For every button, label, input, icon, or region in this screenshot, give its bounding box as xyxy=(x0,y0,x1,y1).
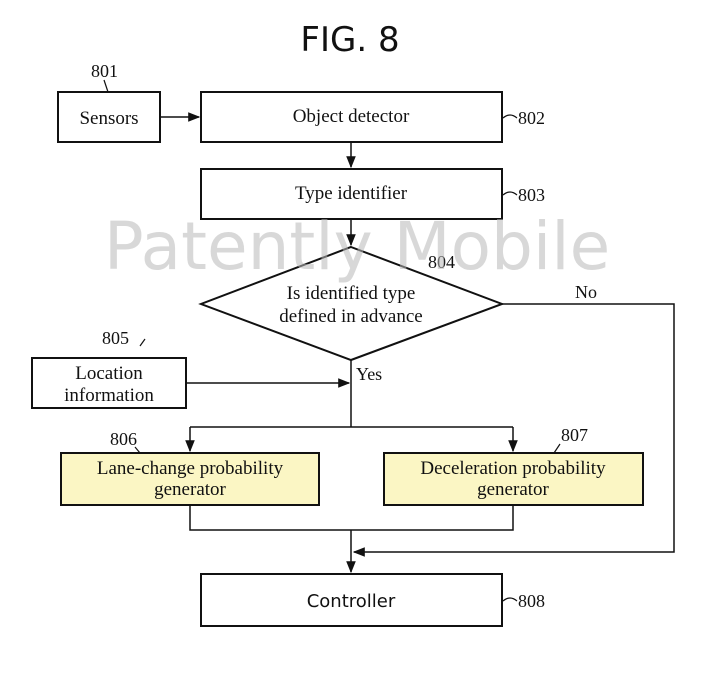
watermark-text: Patently Mobile xyxy=(104,208,610,285)
deceleration-line2: generator xyxy=(477,479,549,500)
location-line1: Location xyxy=(75,363,143,384)
location-ref-leader xyxy=(139,338,146,347)
lane-change-ref: 806 xyxy=(110,429,137,449)
location-line2: information xyxy=(64,385,154,406)
lane-change-ref-leader xyxy=(134,446,141,454)
object-detector-box xyxy=(200,91,503,143)
type-identifier-box xyxy=(200,168,503,220)
decision-ref: 804 xyxy=(428,252,455,272)
deceleration-box xyxy=(383,452,644,506)
decision-line2: defined in advance xyxy=(279,306,422,327)
figure-title: FIG. 8 xyxy=(300,20,399,60)
lane-change-line2: generator xyxy=(154,479,226,500)
object-detector-ref: 802 xyxy=(518,108,545,128)
yes-label: Yes xyxy=(356,364,382,384)
merge-generators xyxy=(189,505,514,531)
type-identifier-ref-leader xyxy=(502,191,518,196)
sensors-box xyxy=(57,91,161,143)
controller-label: Controller xyxy=(307,591,396,612)
object-detector-label: Object detector xyxy=(293,106,410,127)
sensors-label: Sensors xyxy=(79,108,138,129)
lane-change-box xyxy=(60,452,320,506)
controller-ref: 808 xyxy=(518,591,545,611)
type-identifier-label: Type identifier xyxy=(295,183,408,204)
no-label: No xyxy=(575,282,597,302)
lane-change-line1: Lane-change probability xyxy=(97,458,284,479)
edge-no-to-controller xyxy=(352,303,675,557)
controller-ref-leader xyxy=(502,597,518,602)
sensors-ref-leader xyxy=(103,79,109,93)
deceleration-line1: Deceleration probability xyxy=(420,458,606,479)
sensors-ref: 801 xyxy=(91,61,118,81)
location-ref: 805 xyxy=(102,328,129,348)
location-box xyxy=(31,357,187,409)
decision-line1: Is identified type xyxy=(287,283,416,304)
deceleration-ref-leader xyxy=(553,443,561,454)
deceleration-ref: 807 xyxy=(561,425,588,445)
type-identifier-ref: 803 xyxy=(518,185,545,205)
object-detector-ref-leader xyxy=(502,114,518,119)
controller-box xyxy=(200,573,503,627)
